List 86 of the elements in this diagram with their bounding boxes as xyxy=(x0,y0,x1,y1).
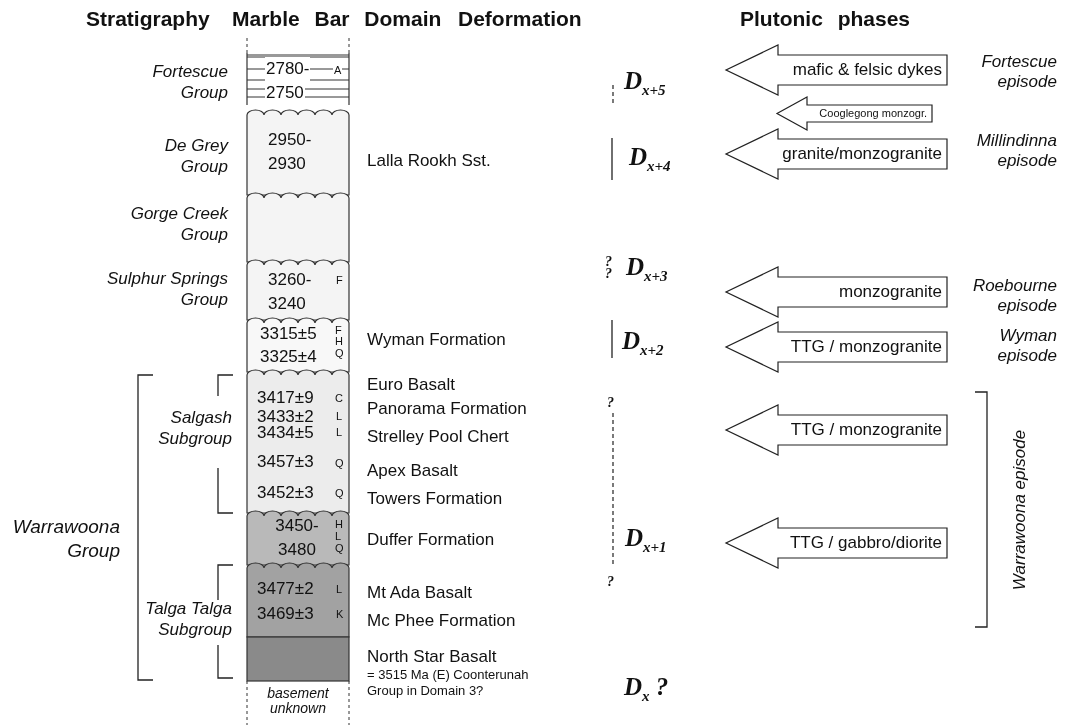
formation-name: North Star Basalt xyxy=(367,646,497,668)
age-value: 3452±3 xyxy=(256,482,315,504)
rock-unit xyxy=(247,563,349,637)
age-value: 2950- 2930 xyxy=(267,129,313,175)
intrusion-phase-banner xyxy=(726,405,947,455)
age-value: 3325±4 xyxy=(259,346,318,368)
episode-name: Wyman episode xyxy=(996,326,1057,366)
intrusion-phase-banner xyxy=(726,45,947,95)
method-letter: L xyxy=(335,426,344,438)
phase-name: TTG / monzogranite xyxy=(790,419,942,441)
deformation-event: D$_{x+5}$ xyxy=(624,66,666,100)
formation-name: Euro Basalt xyxy=(367,374,455,396)
formation-name: Panorama Formation xyxy=(367,398,527,420)
formation-name: Mt Ada Basalt xyxy=(367,582,472,604)
method-letter: Q xyxy=(334,457,345,469)
rock-unit xyxy=(247,260,349,320)
method-letter: F xyxy=(335,274,344,286)
formation-name: Wyman Formation xyxy=(367,329,506,351)
rock-unit xyxy=(247,193,349,262)
uncertainty-mark: ? xyxy=(607,575,614,589)
uncertainty-mark: ? xyxy=(605,267,612,281)
rock-unit xyxy=(247,511,349,565)
episode-name: Millindinna episode xyxy=(975,131,1057,171)
group-name: Sulphur Springs Group xyxy=(106,268,228,310)
rock-unit xyxy=(247,110,349,195)
deformation-event: D$_{x+3}$ xyxy=(626,252,668,286)
episode-name: Roebourne episode xyxy=(971,276,1057,316)
episode-name: Fortescue episode xyxy=(980,52,1057,92)
phase-name: TTG / monzogranite xyxy=(790,336,942,358)
basement-note: basement unknown xyxy=(266,686,330,716)
group-name: Talga Talga Subgroup xyxy=(144,598,232,640)
intrusion-phase-banner xyxy=(726,322,947,372)
formation-name: Apex Basalt xyxy=(367,460,458,482)
group-name: Salgash Subgroup xyxy=(157,407,232,449)
group-name: Warrawoona Group xyxy=(11,515,120,563)
method-letter: F xyxy=(334,324,343,336)
episode-name: Warrawoona episode xyxy=(1010,428,1030,593)
age-value: 3315±5 xyxy=(259,323,318,345)
method-letter: K xyxy=(335,608,345,620)
formation-name: Strelley Pool Chert xyxy=(367,426,509,448)
deformation-event: D$_{x+1}$ xyxy=(625,523,667,557)
phase-name: monzogranite xyxy=(839,281,942,303)
phase-name: granite/monzogranite xyxy=(782,143,942,165)
method-letter: H L Q xyxy=(334,518,344,554)
phase-name: mafic & felsic dykes xyxy=(792,59,942,81)
column-heading: Stratigraphy xyxy=(86,6,211,32)
rock-unit xyxy=(247,637,349,681)
age-value: 3477±2 xyxy=(256,578,315,600)
uncertainty-mark: ? xyxy=(605,255,612,269)
intrusion-phase-banner xyxy=(777,97,932,130)
method-letter: Q xyxy=(334,347,345,359)
intrusion-phase-banner xyxy=(726,518,947,568)
age-value: 2780- xyxy=(265,57,311,81)
phase-name: TTG / gabbro/diorite xyxy=(789,532,942,554)
method-letter: C xyxy=(334,392,344,404)
group-name: De Grey Group xyxy=(163,135,228,177)
group-name: Gorge Creek Group xyxy=(129,203,228,245)
phase-name: Cooglegong monzogr. xyxy=(819,106,927,121)
deformation-event: D$_{x+2}$ xyxy=(622,326,664,360)
intrusion-phase-banner xyxy=(726,267,947,317)
method-letter: Q xyxy=(334,487,345,499)
method-letter: A xyxy=(333,64,343,76)
method-letter: H xyxy=(334,335,344,347)
formation-name: Towers Formation xyxy=(367,488,503,510)
uncertainty-mark: ? xyxy=(607,396,614,410)
age-value: 3417±9 xyxy=(256,387,315,409)
method-letter: L xyxy=(335,583,344,595)
group-name: Fortescue Group xyxy=(151,61,228,103)
age-value: 3457±3 xyxy=(256,451,315,473)
age-value: 3450- 3480 xyxy=(274,515,320,561)
deformation-event: D$_{x}$ ? xyxy=(624,672,669,706)
intrusion-phase-banner xyxy=(726,129,947,179)
formation-name: Duffer Formation xyxy=(367,529,495,551)
deformation-event: D$_{x+4}$ xyxy=(629,142,671,176)
correlation-note: = 3515 Ma (E) Coonterunah Group in Domain 3? xyxy=(367,667,530,699)
formation-name: Mc Phee Formation xyxy=(367,610,516,632)
column-heading: Plutonic phases xyxy=(740,6,912,32)
method-letter: L xyxy=(335,410,344,422)
rock-unit xyxy=(247,318,349,372)
rock-unit xyxy=(247,370,349,513)
formation-name: Lalla Rookh Sst. xyxy=(367,150,491,172)
age-value: 3469±3 xyxy=(256,603,315,625)
rock-unit xyxy=(247,53,349,105)
column-heading: Marble Bar Domain xyxy=(232,6,443,32)
column-heading: Deformation xyxy=(458,6,583,32)
age-value: 3260- 3240 xyxy=(267,269,313,315)
